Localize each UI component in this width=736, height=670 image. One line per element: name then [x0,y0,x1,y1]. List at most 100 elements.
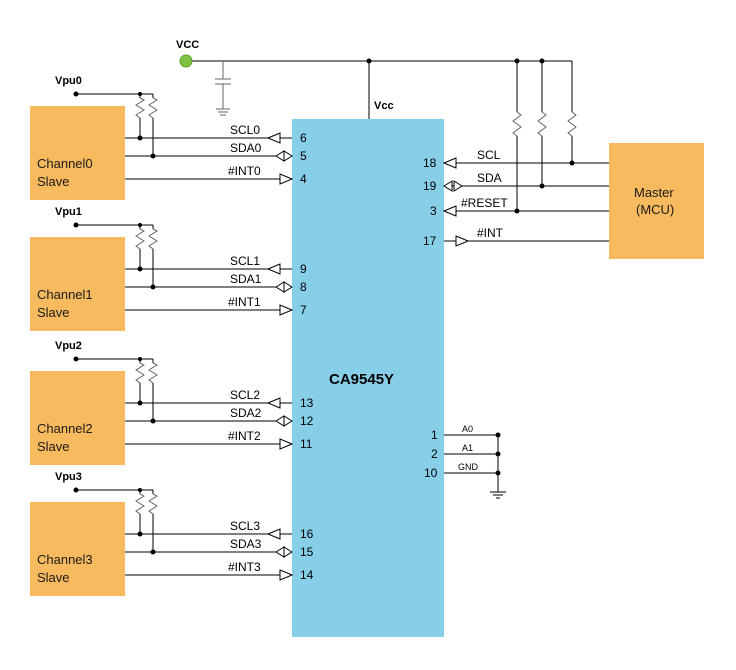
address-section: 1 A0 2 A1 10 GND [424,424,506,499]
resistor-icon [135,362,146,384]
vpu-label: Vpu1 [55,206,82,218]
resistor-icon [135,97,146,119]
slave-label-line1: Channel1 [37,287,93,302]
scl-arrow-icon [442,157,457,169]
vcc-label: VCC [176,39,199,51]
scl-label: SCL1 [230,254,260,268]
junction-dot [137,266,143,272]
master-reset-pin: 3 [430,204,437,218]
int-pin: 14 [300,568,314,582]
junction-dot [150,418,156,424]
slave-block-channel1 [30,237,125,331]
slave-label-line1: Channel0 [37,156,93,171]
reset-arrow-icon [442,205,457,217]
scl-label: SCL3 [230,519,260,533]
slave-label-line2: Slave [37,174,70,189]
sda-label: SDA1 [230,272,262,286]
junction-dot [137,531,143,537]
int-arrow-icon [455,235,470,247]
sda-label: SDA0 [230,141,262,155]
resistor-icon [135,493,146,515]
scl-pin: 9 [300,262,307,276]
master-int-label: #INT [477,226,504,240]
resistor-icon [148,362,159,384]
a0-label: A0 [462,424,473,434]
scl-label: SCL2 [230,388,260,402]
vcc-pin-label: Vcc [374,100,394,112]
master-section: Master (MCU) 18 SCL 19 SDA 3 #RESET [423,58,704,259]
vpu-label: Vpu2 [55,340,82,352]
int-pin: 11 [300,437,313,451]
gnd-pin: 10 [424,466,438,480]
slave-label-line2: Slave [37,439,70,454]
sda-label: SDA3 [230,537,262,551]
mux-chip [292,119,444,637]
ground-icon [490,491,506,499]
resistor-icon [148,493,159,515]
int-arrow-icon [279,569,294,581]
resistor-icon [567,111,577,137]
scl-pin: 16 [300,527,314,541]
slave-label-line1: Channel3 [37,552,93,567]
int-label: #INT0 [228,164,261,178]
junction-dot [150,284,156,290]
sda-pin: 15 [300,545,314,559]
resistor-icon [135,228,146,250]
junction-dot [137,400,143,406]
scl-arrow-icon [266,132,281,144]
vcc-node-icon [179,54,193,68]
slave-block-channel3 [30,502,125,596]
int-label: #INT2 [228,429,261,443]
scl-pin: 13 [300,396,314,410]
a1-label: A1 [462,443,473,453]
master-scl-pin: 18 [423,156,437,170]
sda-pin: 12 [300,414,314,428]
chip-name: CA9545Y [329,371,394,388]
vpu-label: Vpu3 [55,471,82,483]
master-int-pin: 17 [423,234,437,248]
slave-block-channel2 [30,371,125,465]
a0-pin: 1 [431,428,438,442]
sda-bidir-arrow-icon [275,546,285,558]
slave-label-line1: Channel2 [37,421,93,436]
master-label-line1: Master [634,185,674,200]
master-scl-label: SCL [477,148,501,162]
int-arrow-icon [279,438,294,450]
sda-pin: 8 [300,280,307,294]
gnd-label: GND [458,462,479,472]
junction-dot [150,549,156,555]
sda-pin: 5 [300,149,307,163]
resistor-icon [537,111,547,137]
int-pin: 4 [300,172,307,186]
master-block [609,143,704,259]
resistor-icon [512,111,522,137]
sda-bidir-arrow-icon [275,281,285,293]
int-label: #INT3 [228,560,261,574]
a1-pin: 2 [431,447,438,461]
master-sda-pin: 19 [423,179,437,193]
resistor-icon [148,97,159,119]
master-reset-label: #RESET [461,196,508,210]
int-arrow-icon [279,173,294,185]
scl-pin: 6 [300,131,307,145]
sda-bidir-arrow-icon [275,150,285,162]
slave-label-line2: Slave [37,305,70,320]
vpu-label: Vpu0 [55,75,82,87]
junction-dot [150,153,156,159]
sda-bidir-arrow-icon [443,180,453,192]
sda-label: SDA2 [230,406,262,420]
int-pin: 7 [300,303,307,317]
int-label: #INT1 [228,295,261,309]
scl-arrow-icon [266,528,281,540]
decoupling-capacitor-icon [215,61,231,116]
scl-arrow-icon [266,263,281,275]
sda-bidir-arrow-icon [275,415,285,427]
master-sda-label: SDA [477,171,502,185]
int-arrow-icon [279,304,294,316]
slave-block-channel0 [30,106,125,200]
slave-label-line2: Slave [37,570,70,585]
scl-label: SCL0 [230,123,260,137]
master-label-line2: (MCU) [636,202,674,217]
